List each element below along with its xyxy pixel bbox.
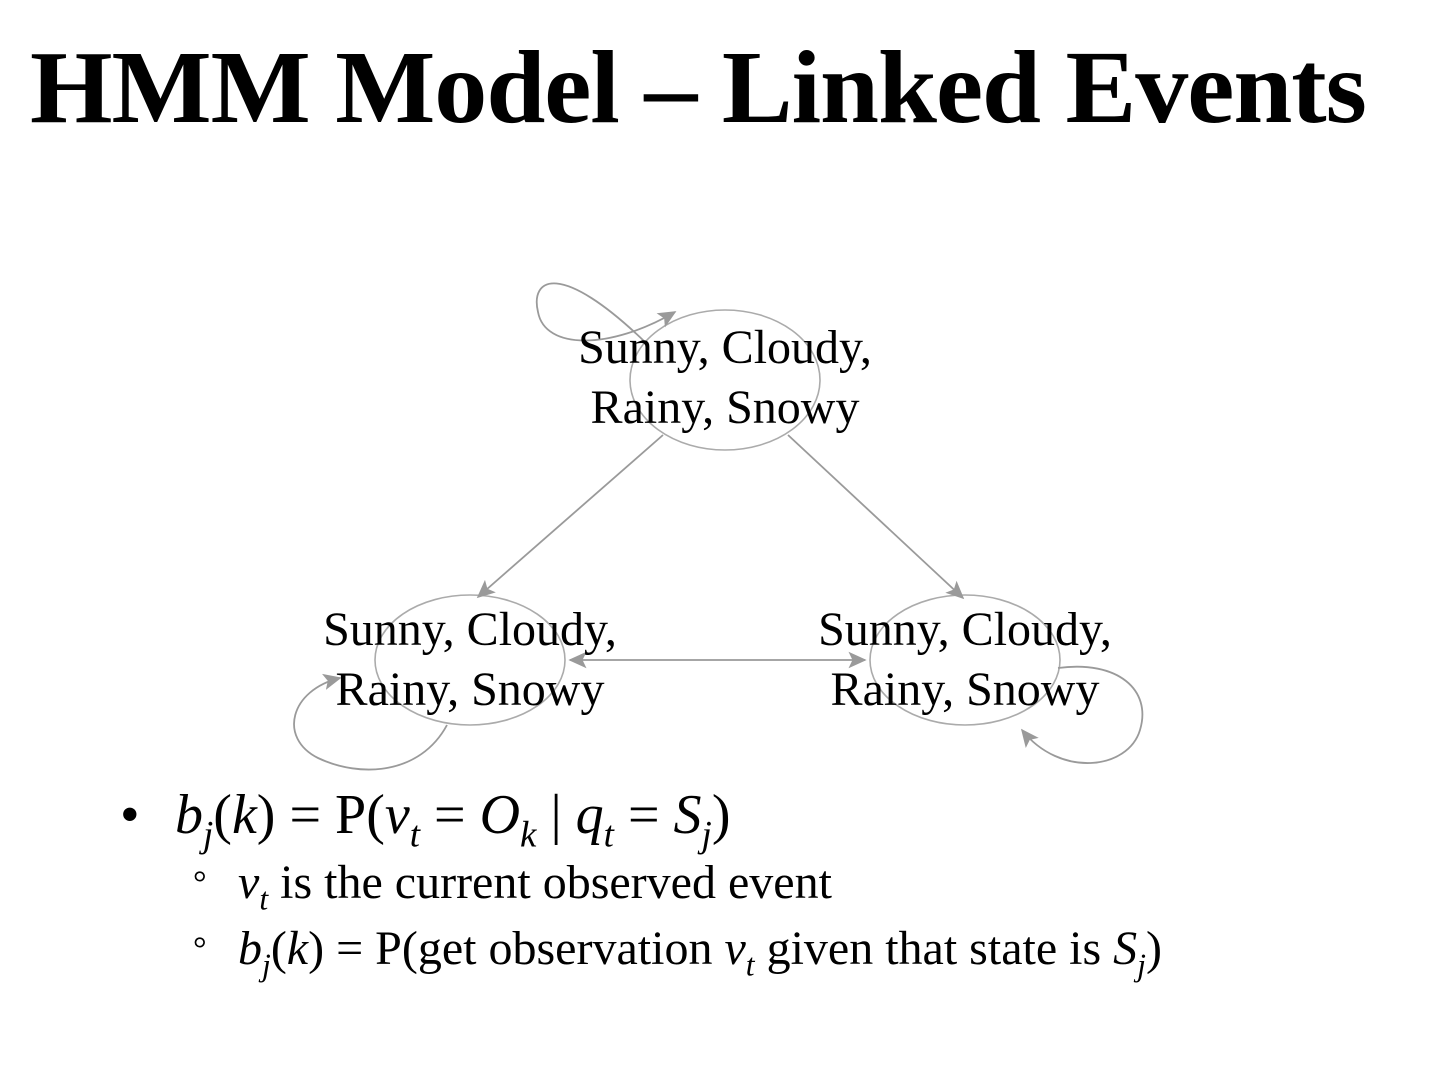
- node-right-line1: Sunny, Cloudy,: [818, 603, 1112, 656]
- sub-t-2: t: [603, 813, 614, 855]
- var-S: S: [673, 784, 702, 846]
- sub-j: j: [203, 813, 214, 855]
- self-loop-top: [535, 282, 677, 343]
- var-v-2: v: [238, 856, 260, 909]
- bullet-level2-text-2: bj(k) = P(get observation vt given that …: [238, 922, 1162, 982]
- var-v: v: [384, 784, 410, 846]
- sub-j-3: j: [262, 947, 271, 983]
- prob-P: P: [335, 784, 367, 846]
- node-left-line2: Rainy, Snowy: [335, 663, 605, 716]
- sub-j-2: j: [701, 813, 712, 855]
- self-loop-left: [293, 673, 448, 771]
- var-b-2: b: [238, 922, 262, 975]
- sub-t-3: t: [259, 881, 269, 917]
- paren-open: (: [213, 784, 232, 846]
- var-q: q: [575, 784, 604, 846]
- bullet-level2-text-1: vt is the current observed event: [238, 856, 832, 916]
- bullet-marker-circle-2: °: [193, 931, 207, 968]
- desc-observed-event: is the current observed event: [268, 856, 832, 909]
- paren-open-2: (: [366, 784, 385, 846]
- bullet-level1-text: bj(k) = P(vt = Ok | qt = Sj): [175, 784, 731, 854]
- node-top-ellipse: [629, 309, 821, 451]
- paren-close: ): [711, 784, 731, 846]
- sub-j-4: j: [1137, 947, 1146, 983]
- edge-top-to-right: [787, 434, 965, 600]
- node-left-line1: Sunny, Cloudy,: [323, 603, 617, 656]
- var-S-2: S: [1113, 922, 1138, 975]
- node-left-label: Sunny, Cloudy, Rainy, Snowy: [280, 600, 660, 720]
- node-right-ellipse: [869, 594, 1061, 726]
- desc-given-state: given that state is: [754, 922, 1114, 975]
- paren-close-2: ): [1145, 922, 1162, 975]
- equals-4: ) =: [308, 922, 376, 975]
- bullet-level2-item-1: ° vt is the current observed event: [0, 850, 1440, 916]
- bullet-list: • bj(k) = P(vt = Ok | qt = Sj) ° vt is t…: [0, 780, 1440, 982]
- paren-open-3: (: [270, 922, 287, 975]
- given-bar: |: [536, 784, 576, 846]
- var-b: b: [175, 784, 203, 846]
- prob-P-2: P(get observation: [375, 922, 725, 975]
- equals-1: ) =: [256, 784, 336, 846]
- equals-2: =: [419, 784, 480, 846]
- var-O: O: [479, 784, 521, 846]
- node-right-label: Sunny, Cloudy, Rainy, Snowy: [775, 600, 1155, 720]
- node-left-ellipse: [374, 594, 566, 726]
- edge-top-to-left: [476, 434, 664, 599]
- sub-t-1: t: [409, 813, 420, 855]
- sub-t-4: t: [745, 947, 755, 983]
- bullet-marker-circle-1: °: [193, 865, 207, 902]
- var-v-3: v: [724, 922, 746, 975]
- node-top-line2: Rainy, Snowy: [590, 381, 860, 434]
- var-k: k: [231, 784, 257, 846]
- equals-3: =: [613, 784, 674, 846]
- diagram-canvas: [293, 282, 1144, 771]
- node-right-line2: Rainy, Snowy: [830, 663, 1100, 716]
- bullet-level2-item-2: ° bj(k) = P(get observation vt given tha…: [0, 916, 1440, 982]
- hmm-state-diagram: Sunny, Cloudy, Rainy, Snowy Sunny, Cloud…: [0, 230, 1440, 790]
- bullet-level1-formula: • bj(k) = P(vt = Ok | qt = Sj): [0, 780, 1440, 854]
- page-title: HMM Model – Linked Events: [30, 30, 1367, 145]
- self-loop-right: [1020, 665, 1144, 764]
- var-k-2: k: [286, 922, 309, 975]
- sub-k: k: [520, 813, 537, 855]
- bullet-marker-dot: •: [120, 784, 140, 846]
- node-top-line1: Sunny, Cloudy,: [578, 321, 872, 374]
- node-top-label: Sunny, Cloudy, Rainy, Snowy: [525, 318, 925, 438]
